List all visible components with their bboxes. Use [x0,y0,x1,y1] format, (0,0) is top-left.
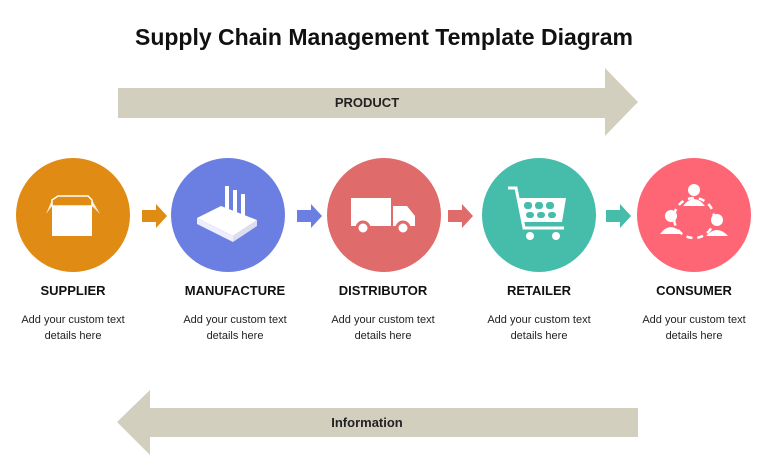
product-label: PRODUCT [334,95,400,110]
consumer-title: CONSUMER [656,283,732,298]
distributor-title: DISTRIBUTOR [338,283,428,298]
box-icon [46,195,100,236]
cart-icon [508,186,566,240]
retailer-circle [482,158,596,272]
supplier-circle [16,158,130,272]
connector-arrow-1 [142,204,167,228]
product-arrow [118,68,638,136]
people-network-icon [660,184,728,240]
connector-arrow-2 [297,204,322,228]
manufacture-title: MANUFACTURE [184,283,286,298]
connector-arrow-4 [606,204,631,228]
truck-icon [351,198,415,236]
distributor-circle [327,158,441,272]
supplier-title: SUPPLIER [40,283,106,298]
information-label: Information [331,415,403,430]
consumer-circle [637,158,751,272]
retailer-title: RETAILER [506,283,572,298]
manufacture-circle [171,158,285,272]
information-arrow [117,390,638,455]
connector-arrow-3 [448,204,473,228]
diagram-title: Supply Chain Management Template Diagram [134,24,633,50]
factory-icon [197,186,257,242]
